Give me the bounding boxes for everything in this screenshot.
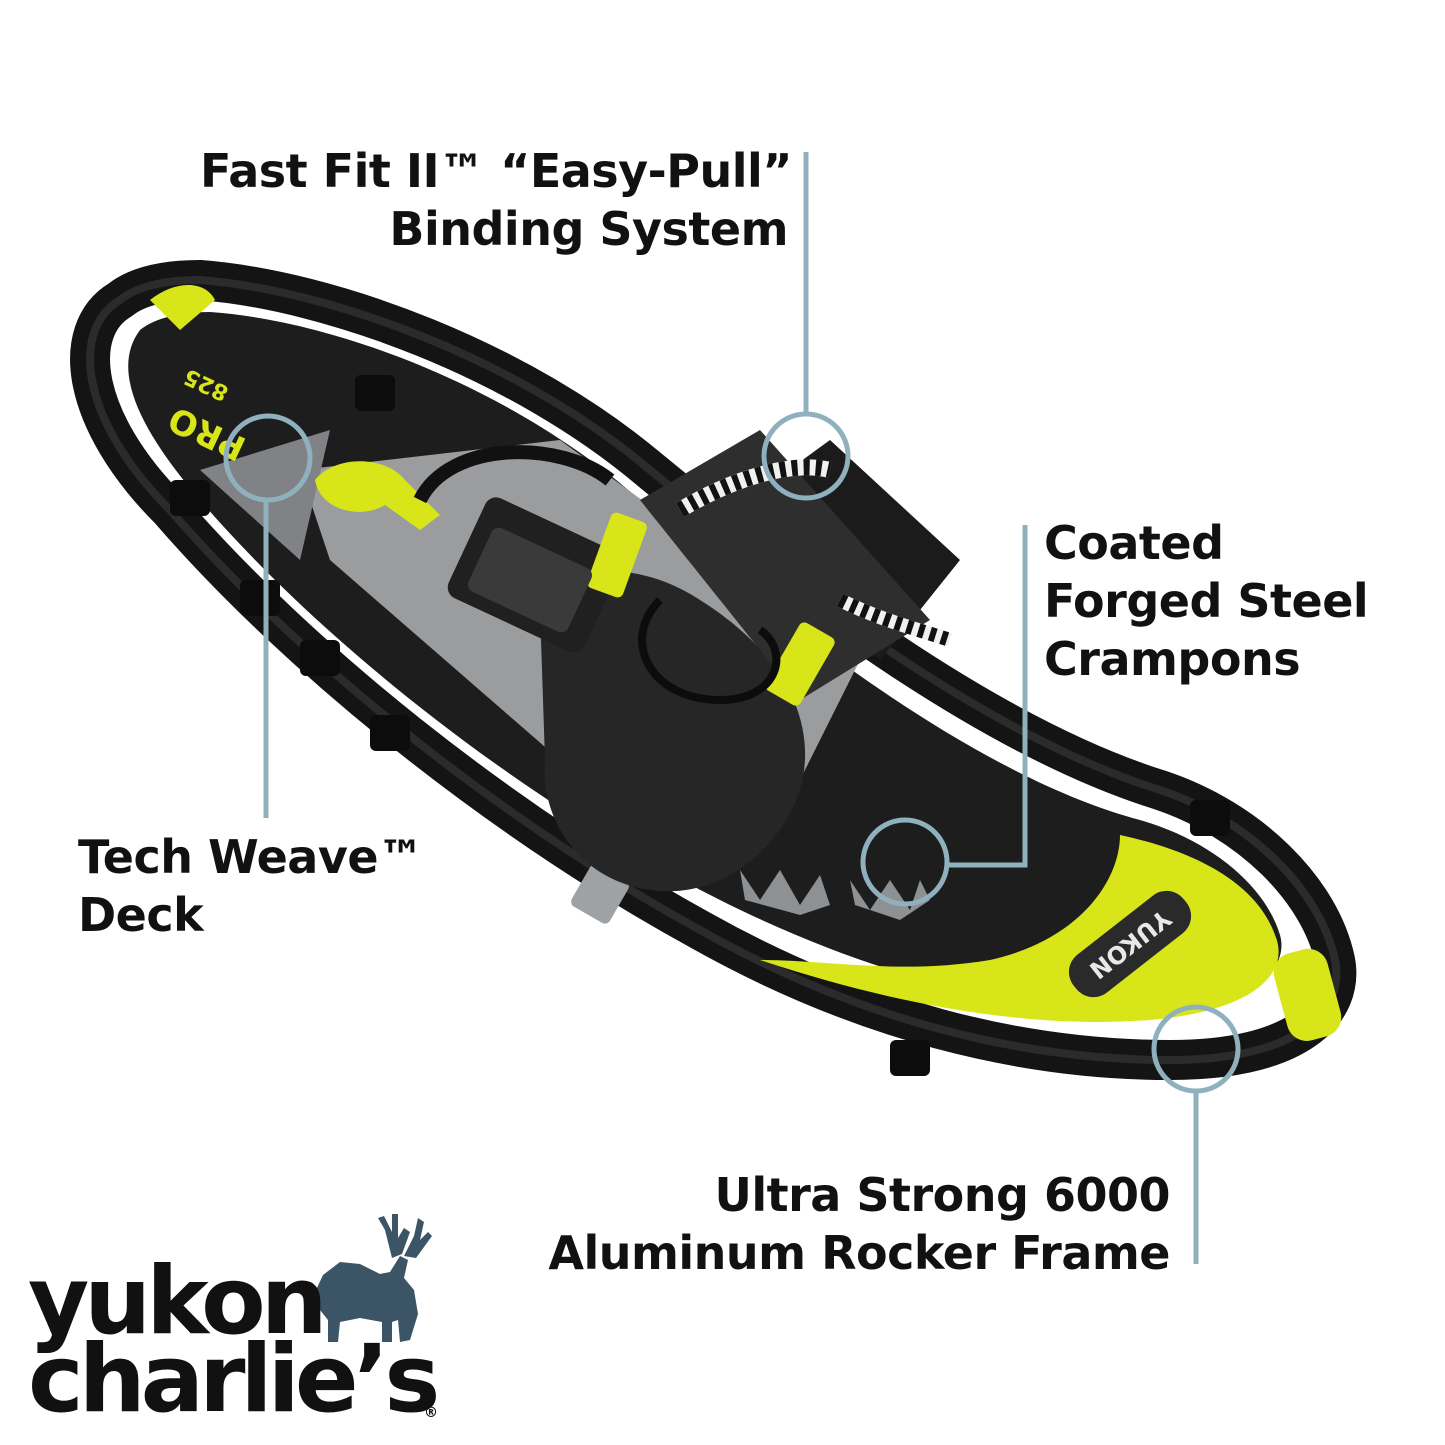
- deck-callout-line2: Deck: [78, 888, 204, 942]
- crampons-callout-circle: [860, 817, 950, 907]
- binding-callout-line2: Binding System: [389, 202, 788, 256]
- crampons-callout-line1: Coated: [1044, 516, 1224, 570]
- binding-callout-line1: Fast Fit II™ “Easy-Pull”: [200, 144, 792, 198]
- crampons-callout-line2: Forged Steel: [1044, 574, 1369, 628]
- crampons-callout-line3: Crampons: [1044, 632, 1301, 686]
- deck-gray-accent: [200, 430, 330, 560]
- brand-line2: charlie’s: [28, 1325, 440, 1434]
- frame-clips: [170, 375, 1230, 1076]
- registered-mark: ®: [424, 1405, 438, 1421]
- yellow-toe-cap: [150, 285, 215, 330]
- frame-callout-line2: Aluminum Rocker Frame: [548, 1226, 1170, 1280]
- crampons-leader-line: [947, 525, 1028, 868]
- binding-callout: Fast Fit II™ “Easy-Pull” Binding System: [200, 142, 792, 258]
- callout-lines: [223, 152, 1241, 1264]
- deck-callout-line1: Tech Weave™: [78, 830, 424, 884]
- binding-system: [413, 430, 960, 892]
- deck-callout: Tech Weave™ Deck: [78, 828, 424, 944]
- brand-line1: yukon: [28, 1247, 328, 1356]
- yellow-heel-cap: [1273, 948, 1342, 1041]
- frame-callout: Ultra Strong 6000 Aluminum Rocker Frame: [540, 1166, 1170, 1282]
- frame-callout-line1: Ultra Strong 6000: [714, 1168, 1171, 1222]
- crampons-callout: Coated Forged Steel Crampons: [1044, 514, 1369, 688]
- heel-lift-lever: [315, 461, 440, 530]
- brand-logo: yukon charlie’s ®: [28, 1247, 448, 1434]
- caribou-logo-icon: [315, 1214, 432, 1342]
- yellow-tail-panel: [760, 835, 1279, 1022]
